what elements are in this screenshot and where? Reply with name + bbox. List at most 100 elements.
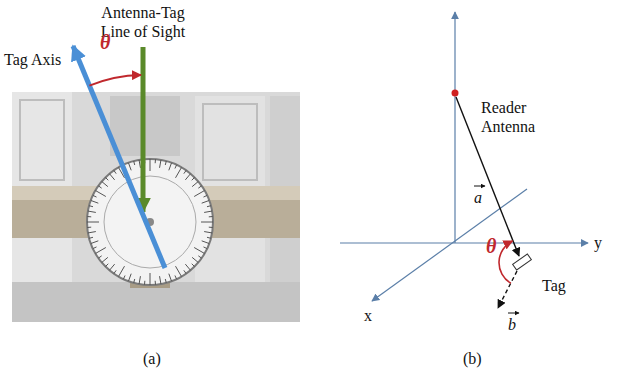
protractor-tick <box>87 222 99 223</box>
protractor-tick <box>169 274 172 282</box>
protractor-tick <box>175 275 177 279</box>
protractor-tick <box>165 279 166 283</box>
protractor-tick <box>93 247 97 249</box>
z-axis <box>454 12 455 243</box>
protractor-tick <box>91 200 99 203</box>
protractor-tick <box>150 273 151 285</box>
protractor-tick <box>88 211 96 212</box>
protractor-tick <box>102 257 108 262</box>
protractor-tick <box>203 247 207 249</box>
protractor-tick <box>128 274 131 282</box>
protractor-tick <box>87 216 91 217</box>
protractor-tick <box>95 248 105 254</box>
protractor-tick <box>128 163 131 171</box>
protractor-tick <box>185 264 190 270</box>
angle-arc <box>499 241 512 283</box>
angle-symbol: θ <box>100 30 110 54</box>
vector-label: b <box>508 315 516 334</box>
tag-axis-arrow <box>73 46 165 268</box>
protractor-tick <box>207 206 211 207</box>
protractor-tick <box>134 161 135 165</box>
protractor-tick <box>198 186 201 188</box>
axis-name: x <box>364 306 372 325</box>
protractor-tick <box>202 200 210 203</box>
photo <box>12 92 300 322</box>
x-axis <box>372 189 527 301</box>
protractor-tick <box>89 206 93 207</box>
protractor-tick <box>98 256 101 258</box>
protractor-tick <box>160 160 161 168</box>
protractor-ring <box>104 176 196 268</box>
protractor-tick <box>185 174 190 180</box>
protractor-ticks <box>87 159 213 285</box>
y-axis <box>340 242 588 243</box>
protractor-tick <box>88 232 96 233</box>
protractor-tick <box>150 159 151 171</box>
protractor-tick <box>184 270 186 273</box>
protractor-tick <box>155 159 156 163</box>
protractor-tick <box>176 167 182 177</box>
protractor-tick <box>203 195 207 197</box>
protractor-tick <box>169 163 172 171</box>
protractor-tick <box>139 160 140 168</box>
protractor-tick <box>102 182 108 187</box>
axis-name: y <box>594 233 602 252</box>
protractor-tick <box>192 182 198 187</box>
protractor-tick <box>114 270 116 273</box>
vector-label: a <box>474 188 482 207</box>
protractor-tick <box>192 177 195 180</box>
protractor-tick <box>91 241 99 244</box>
protractor-tick <box>87 227 91 228</box>
angle-arc <box>89 75 141 86</box>
vector-accent <box>474 186 485 187</box>
protractor-tick <box>139 276 140 284</box>
protractor-tick <box>209 216 213 217</box>
axis-label: Tag Axis <box>4 50 61 69</box>
protractor-tick <box>93 195 97 197</box>
vector-b <box>498 271 517 308</box>
protractor-tick <box>134 279 135 283</box>
vector-accent <box>508 313 519 314</box>
protractor-tick <box>194 248 204 254</box>
protractor-tick <box>204 232 212 233</box>
antenna-label: Reader Antenna <box>481 98 545 136</box>
antenna-dot <box>452 90 459 97</box>
protractor-tick <box>160 276 161 284</box>
tag-shape <box>513 254 532 270</box>
protractor-tick <box>105 264 108 267</box>
panel-caption: (a) <box>143 349 161 368</box>
protractor-tick <box>204 211 212 212</box>
protractor-tick <box>89 237 93 238</box>
protractor-tick <box>198 256 201 258</box>
photo-wall <box>12 92 300 322</box>
protractor-tick <box>144 281 145 285</box>
protractor-tick <box>209 227 213 228</box>
protractor-tick <box>123 275 125 279</box>
protractor-tick <box>201 222 213 223</box>
protractor-tick <box>175 165 177 169</box>
protractor-tick <box>114 170 116 173</box>
door-panel <box>203 104 257 180</box>
protractor-tick <box>119 266 125 276</box>
protractor-tick <box>207 237 211 238</box>
protractor-tick <box>165 161 166 165</box>
protractor-tick <box>202 241 210 244</box>
protractor-tick <box>176 266 182 276</box>
protractor-tick <box>95 191 105 197</box>
angle-symbol: θ <box>486 234 496 258</box>
protractor-tick <box>98 186 101 188</box>
protractor-tick <box>105 177 108 180</box>
protractor <box>87 159 213 285</box>
panel-caption: (b) <box>463 349 482 368</box>
door-panel <box>20 100 64 180</box>
line-of-sight-arrow <box>141 47 146 212</box>
protractor-tick <box>110 264 115 270</box>
protractor-tick <box>194 191 204 197</box>
protractor-tick <box>184 170 186 173</box>
protractor-tick <box>192 257 198 262</box>
protractor-tick <box>155 281 156 285</box>
protractor-tick <box>192 264 195 267</box>
